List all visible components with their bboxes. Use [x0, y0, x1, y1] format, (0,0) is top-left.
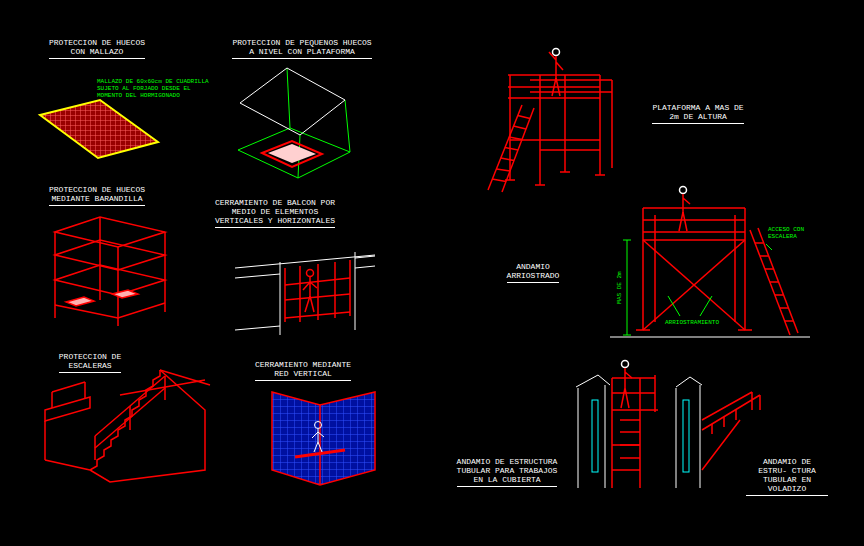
hole-cover	[238, 68, 350, 178]
note-text: ARRIOSTRAMIENTO	[665, 319, 719, 326]
section-title: ANDAMIO ARRIOSTRADO	[507, 262, 560, 283]
section-title: ANDAMIO DE ESTRU- CTURA TUBULAR EN VOLAD…	[746, 457, 827, 496]
stair-protection	[45, 370, 210, 482]
cantilever-scaffold	[676, 377, 760, 488]
section-title: PROTECCION DE PEQUENOS HUECOS A NIVEL CO…	[232, 38, 371, 59]
section-title: PROTECCION DE HUECOS CON MALLAZO	[49, 38, 145, 59]
section-title: CERRAMIENTO DE BALCON POR MEDIO DE ELEME…	[215, 198, 335, 228]
balcony-closure	[235, 252, 375, 335]
dimension-text: MAS DE 2m	[616, 271, 623, 303]
note-text: MALLAZO DE 60x60cm DE CUADRILLA SUJETO A…	[97, 78, 209, 99]
note-text: ACCESO CON ESCALERA	[768, 226, 811, 240]
section-title: PROTECCION DE ESCALERAS	[59, 352, 121, 373]
braced-scaffold	[610, 187, 810, 338]
vertical-net	[272, 392, 375, 485]
roof-scaffold	[576, 361, 658, 489]
mesh-slab	[40, 100, 158, 158]
section-title: ANDAMIO DE ESTRUCTURA TUBULAR PARA TRABA…	[457, 457, 558, 487]
high-platform	[488, 49, 612, 193]
section-title: CERRAMIENTO MEDIANTE RED VERTICAL	[255, 360, 351, 381]
guardrail-hole	[55, 217, 165, 326]
section-title: PLATAFORMA A MAS DE 2m DE ALTURA	[652, 103, 743, 124]
section-title: PROTECCION DE HUECOS MEDIANTE BARANDILLA	[49, 185, 145, 206]
